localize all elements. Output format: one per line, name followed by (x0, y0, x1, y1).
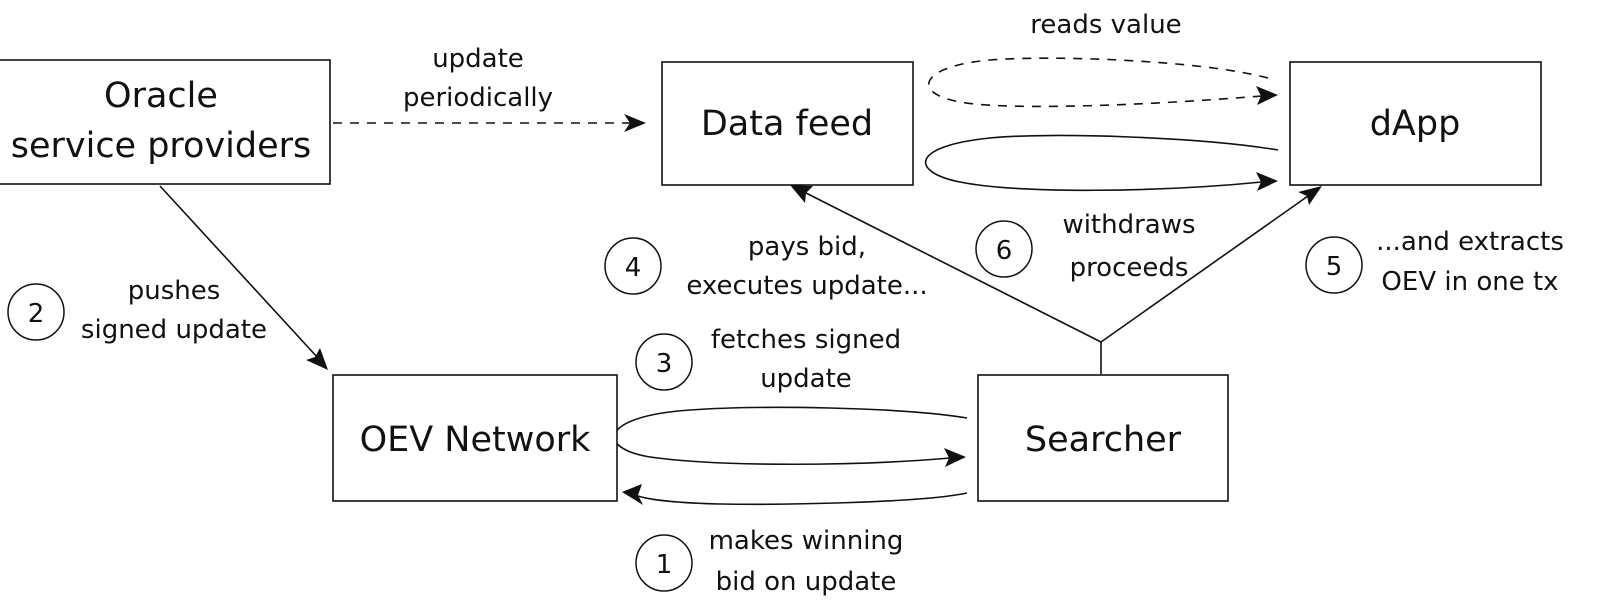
label-line2: proceeds (1070, 253, 1189, 283)
label-line1: pays bid, (748, 232, 866, 262)
node-data-feed-box (661, 61, 914, 186)
node-oracle-box (0, 59, 331, 185)
arrowhead (1256, 86, 1278, 105)
edge-makes-winning-bid (622, 484, 968, 506)
label-reads-value: reads value (1030, 10, 1181, 40)
edge-searcher-fork (790, 185, 1322, 374)
step-marker-1 (635, 534, 693, 592)
label-line1: pushes (128, 276, 221, 306)
node-oev-network-box (332, 374, 618, 502)
step-number: 2 (28, 299, 45, 329)
arrowhead (624, 114, 646, 132)
node-data-feed-label: Data feed (701, 104, 873, 144)
label-line2: bid on update (716, 567, 897, 597)
node-dapp-label: dApp (1370, 104, 1461, 144)
edge-data-feed-to-dapp (924, 134, 1279, 192)
step-number: 1 (656, 550, 673, 580)
diagonal-arrow-line (159, 185, 319, 359)
step-marker-4 (604, 237, 662, 295)
node-oracle: Oracle service providers (0, 59, 331, 185)
label-line2: OEV in one tx (1381, 267, 1558, 297)
step-number: 5 (1326, 252, 1343, 282)
arrowhead (944, 448, 966, 467)
step-marker-2 (7, 283, 65, 341)
label-line1: fetches signed (711, 325, 901, 355)
label-line1: update (432, 44, 524, 74)
node-dapp-box (1289, 61, 1542, 186)
curved-arrow-line (637, 492, 968, 506)
edge-fetches-signed-update (613, 406, 968, 467)
node-searcher-box (977, 374, 1229, 502)
node-searcher-label: Searcher (1025, 420, 1182, 460)
arrowhead (1256, 172, 1278, 191)
label-line2: periodically (403, 83, 553, 113)
label-withdraws-proceeds: 6 withdraws proceeds (975, 210, 1196, 283)
dashed-loop-line (928, 57, 1269, 108)
label-line1: withdraws (1062, 210, 1195, 240)
arrowhead (790, 185, 813, 203)
step-marker-5 (1305, 236, 1363, 294)
label-extracts-oev: 5 ...and extracts OEV in one tx (1305, 227, 1564, 297)
fork-branch-right (1100, 195, 1309, 343)
arrowhead (1298, 186, 1322, 205)
node-dapp: dApp (1289, 61, 1542, 186)
step-marker-6 (975, 220, 1033, 278)
node-oracle-label-line2: service providers (11, 126, 312, 166)
step-number: 6 (996, 236, 1013, 266)
step-number: 4 (625, 253, 642, 283)
solid-loop-line (924, 134, 1279, 192)
step-marker-3 (635, 333, 693, 391)
node-oev-network-label: OEV Network (360, 420, 592, 460)
label-update-periodically: update periodically (403, 44, 553, 113)
label-line2: signed update (81, 315, 267, 345)
label-pays-bid: 4 pays bid, executes update... (604, 232, 928, 301)
arrowhead (306, 348, 328, 370)
node-oev-network: OEV Network (332, 374, 618, 502)
edge-reads-value (928, 57, 1278, 108)
fork-branch-left (805, 192, 1102, 343)
solid-loop-line (613, 406, 968, 466)
label-fetches-signed-update: 3 fetches signed update (635, 325, 901, 394)
label-line1: makes winning (709, 526, 904, 556)
label-line2: executes update... (686, 271, 927, 301)
node-searcher: Searcher (977, 374, 1229, 502)
label-line1: ...and extracts (1376, 227, 1564, 257)
label-line2: update (760, 364, 852, 394)
arrowhead (622, 484, 643, 505)
step-number: 3 (656, 349, 673, 379)
edge-update-periodically (333, 114, 646, 132)
label-text: reads value (1030, 10, 1181, 40)
label-pushes-signed-update: 2 pushes signed update (7, 276, 267, 345)
node-data-feed: Data feed (661, 61, 914, 186)
edge-pushes-signed-update (159, 185, 328, 370)
node-oracle-label-line1: Oracle (104, 76, 218, 116)
label-makes-winning-bid: 1 makes winning bid on update (635, 526, 904, 597)
